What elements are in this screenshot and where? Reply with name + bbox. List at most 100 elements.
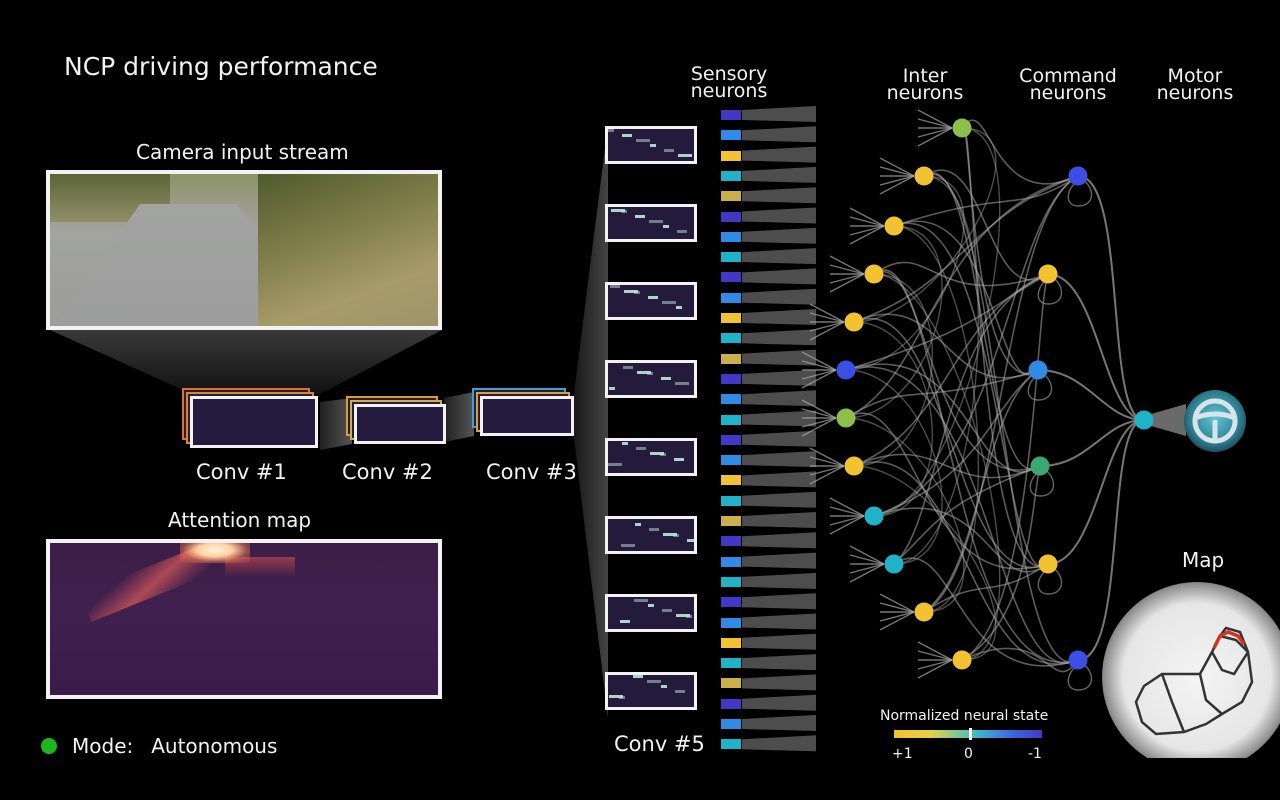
sensory-neuron	[721, 231, 741, 242]
synapse-edge	[917, 659, 953, 679]
sensory-neuron	[721, 110, 741, 120]
sensory-neuron	[721, 394, 741, 405]
sensory-projection	[742, 410, 816, 427]
synapse-edge	[1029, 465, 1055, 497]
inter-neuron	[844, 456, 864, 476]
sensory-neuron	[721, 333, 741, 344]
neural-network-graph	[801, 109, 1186, 691]
sensory-neuron	[721, 739, 741, 750]
sensory-projection	[742, 491, 816, 508]
synapse-edge	[893, 220, 1039, 376]
inter-neuron	[836, 408, 856, 428]
synapse-edge	[845, 175, 1079, 419]
motor-output-cone	[1144, 404, 1186, 436]
synapse-edge	[829, 515, 865, 526]
synapse-edge	[845, 273, 1049, 371]
synapse-edge	[845, 369, 943, 565]
sensory-neuron	[721, 475, 741, 486]
synapse-edge	[801, 417, 837, 437]
sensory-projection	[742, 512, 816, 528]
sensory-neuron	[721, 170, 741, 181]
sensory-neuron	[721, 678, 741, 689]
synapse-edge	[917, 109, 953, 129]
synapse-edge	[917, 650, 953, 661]
synapse-edge	[873, 369, 1039, 517]
conv5-feature-map	[605, 126, 697, 164]
sensory-neuron	[721, 434, 741, 445]
sensory-projection	[742, 735, 816, 752]
synapse-edge	[1027, 369, 1053, 401]
inter-neuron	[884, 216, 904, 236]
sensory-neuron	[721, 658, 741, 669]
synapse-edge	[873, 270, 1079, 664]
inter-neuron	[952, 118, 972, 138]
sensory-projection	[742, 288, 816, 305]
synapse-edge	[879, 175, 915, 186]
attention-label: Attention map	[168, 508, 312, 532]
synapse-edge	[809, 321, 845, 332]
synapse-edge	[853, 273, 1049, 467]
synapse-edge	[853, 453, 1041, 479]
synapse-edge	[879, 593, 915, 613]
sensory-neuron	[721, 150, 741, 161]
mode-indicator: Mode:Autonomous	[72, 734, 277, 758]
synapse-edge	[923, 369, 1039, 613]
sensory-projection	[742, 593, 816, 610]
synapse-edge	[845, 417, 965, 613]
sensory-projection	[742, 674, 816, 691]
synapse-edge	[917, 641, 953, 661]
sensory-projection	[742, 572, 816, 589]
sensory-projection	[742, 552, 816, 569]
synapse-edge	[849, 225, 885, 236]
synapse-edge	[1039, 419, 1145, 467]
synapse-edge	[853, 321, 934, 517]
sensory-projection	[742, 187, 816, 204]
synapse-edge	[917, 127, 953, 138]
synapse-edge	[845, 369, 1039, 419]
sensory-neuron	[721, 556, 741, 567]
synapse-edge	[853, 461, 1079, 665]
conv5-feature-map	[605, 516, 697, 554]
synapse-edge	[845, 363, 1041, 473]
sensory-projection	[742, 694, 816, 711]
projection-cones	[50, 106, 816, 752]
synapse-edge	[893, 465, 1041, 565]
synapse-edge	[873, 175, 1079, 517]
sensory-projection	[742, 451, 816, 468]
track-map	[1102, 582, 1280, 758]
sensory-neuron	[721, 516, 741, 526]
sensory-neuron	[721, 576, 741, 587]
legend-colorbar	[894, 730, 1042, 738]
status-dot-icon	[41, 738, 57, 754]
sensory-neuron	[721, 272, 741, 283]
synapse-edge	[893, 225, 980, 613]
sensory-projection	[742, 106, 816, 122]
synapse-edge	[923, 175, 1079, 613]
synapse-edge	[849, 216, 885, 227]
synapse-edge	[879, 611, 915, 631]
synapse-edge	[829, 264, 865, 275]
sensory-projection	[742, 471, 816, 488]
motor-neuron	[1134, 410, 1154, 430]
conv1-label: Conv #1	[196, 460, 287, 484]
synapse-edge	[809, 465, 845, 476]
synapse-edge	[923, 563, 1049, 613]
synapse-edge	[801, 360, 837, 371]
conv5-feature-map	[605, 438, 697, 476]
legend-title: Normalized neural state	[880, 708, 1049, 724]
sensory-projection	[742, 430, 816, 447]
synapse-edge	[829, 497, 865, 517]
camera-label: Camera input stream	[136, 140, 349, 164]
sensory-projection	[742, 633, 816, 650]
map-label: Map	[1182, 548, 1225, 572]
command-neuron	[1068, 650, 1088, 670]
synapse-edge	[961, 647, 1079, 673]
sensory-projection	[742, 715, 816, 731]
steering-wheel-icon	[1184, 390, 1246, 452]
sensory-projection	[742, 369, 816, 386]
synapse-edge	[809, 447, 845, 467]
sensory-neuron	[721, 353, 741, 364]
sensory-projection	[742, 248, 816, 265]
synapse-edge	[801, 369, 837, 389]
